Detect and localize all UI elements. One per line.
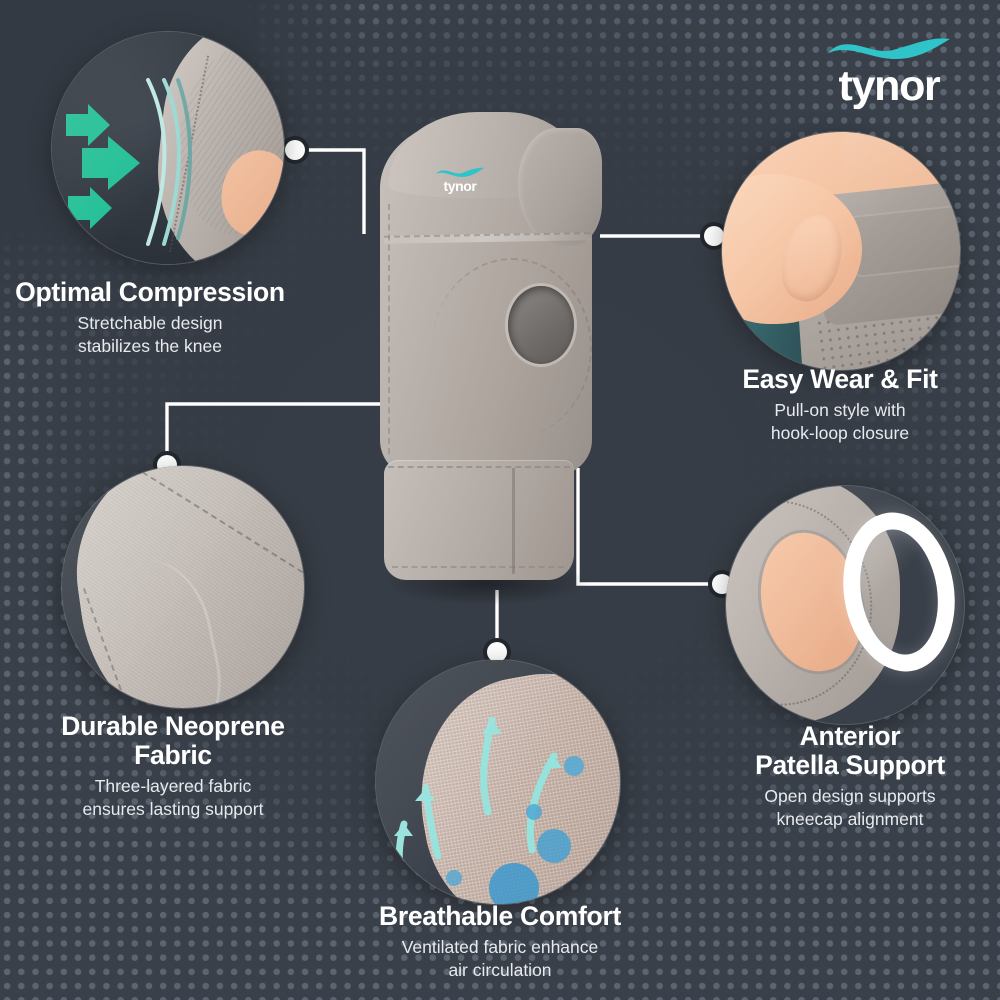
caption-subtitle: Three-layered fabric ensures lasting sup…: [18, 775, 328, 820]
caption-subtitle-line2: stabilizes the knee: [78, 335, 222, 356]
caption-subtitle: Ventilated fabric enhance air circulatio…: [330, 936, 670, 981]
feature-image-easy-wear-fit: [722, 132, 960, 370]
caption-title-line1: Anterior: [799, 721, 901, 751]
caption-subtitle-line2: hook-loop closure: [770, 422, 910, 443]
caption-subtitle: Open design supports kneecap alignment: [700, 785, 1000, 830]
product-lower-seam-bottom: [392, 566, 564, 570]
product-lower-tab-edge: [512, 468, 515, 574]
product-lower-seam-top: [388, 466, 570, 470]
caption-subtitle-line2: air circulation: [448, 959, 552, 980]
caption-title: Anterior Patella Support: [700, 721, 1000, 781]
caption-optimal-compression: Optimal Compression Stretchable design s…: [0, 277, 300, 357]
easywear-strap-inner-panel: [847, 203, 960, 279]
caption-subtitle-line1: Stretchable design: [77, 313, 223, 334]
feature-image-durable-neoprene-fabric: [62, 466, 304, 708]
feature-image-anterior-patella-support: [726, 486, 964, 724]
caption-subtitle-line1: Pull-on style with: [774, 400, 906, 421]
caption-title: Optimal Compression: [15, 277, 285, 307]
product-upper-flap: [518, 128, 602, 246]
caption-title: Easy Wear & Fit: [742, 364, 938, 394]
caption-subtitle-line2: ensures lasting support: [82, 798, 264, 819]
caption-subtitle-line1: Open design supports: [764, 786, 936, 807]
brand-wave-icon: [828, 38, 950, 60]
caption-title: Breathable Comfort: [379, 901, 621, 931]
airflow-icon: [394, 716, 584, 904]
caption-durable-neoprene-fabric: Durable Neoprene Fabric Three-layered fa…: [18, 711, 328, 820]
caption-title-line1: Durable Neoprene: [61, 711, 285, 741]
product-brand-wave-icon: [436, 167, 484, 177]
caption-breathable-comfort: Breathable Comfort Ventilated fabric enh…: [330, 901, 670, 981]
caption-anterior-patella-support: Anterior Patella Support Open design sup…: [700, 721, 1000, 830]
product-lower-strap: [384, 460, 574, 580]
feature-image-optimal-compression: [52, 32, 284, 264]
brand-name: tynor: [838, 62, 940, 110]
caption-subtitle-line1: Three-layered fabric: [94, 776, 252, 797]
product-left-edge-stitch: [388, 204, 392, 454]
caption-subtitle-line2: kneecap alignment: [776, 808, 924, 829]
caption-title: Durable Neoprene Fabric: [18, 711, 328, 771]
brand-logo: tynor: [814, 34, 964, 108]
product-brand-logo: tynor: [424, 166, 496, 193]
caption-subtitle-line1: Ventilated fabric enhance: [401, 937, 599, 958]
product-image-knee-brace: tynor: [372, 108, 610, 608]
product-brand-name: tynor: [443, 178, 477, 194]
feature-image-breathable-comfort: [376, 660, 620, 904]
caption-easy-wear-fit: Easy Wear & Fit Pull-on style with hook-…: [690, 364, 990, 444]
caption-subtitle: Pull-on style with hook-loop closure: [690, 399, 990, 444]
caption-title-line2: Fabric: [134, 740, 212, 771]
caption-subtitle: Stretchable design stabilizes the knee: [0, 312, 300, 357]
product-stitch-arc: [432, 258, 592, 438]
caption-title-line2: Patella Support: [755, 750, 945, 781]
compression-arrows-icon: [66, 78, 192, 246]
product-patella-opening: [508, 286, 574, 364]
